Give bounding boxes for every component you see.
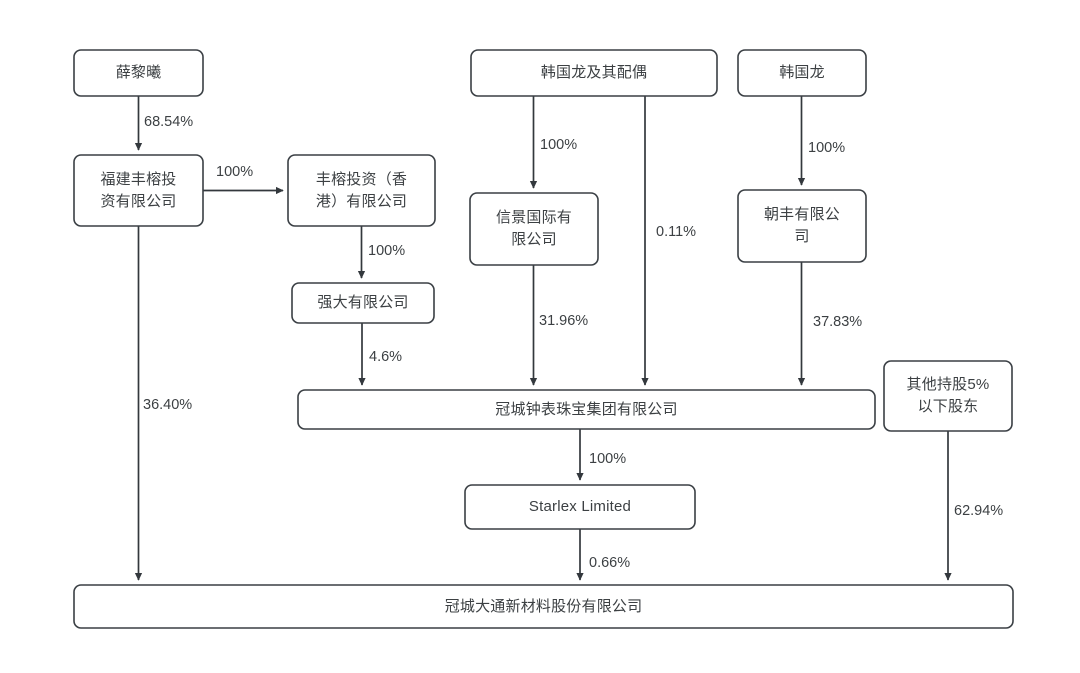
node-box-gcdt[interactable] [73,584,1014,629]
node-box-hanguolong[interactable] [737,49,867,97]
nodes-layer [73,49,1014,629]
edge-label-4-6: 4.6% [369,349,403,365]
edge-label-100-fujian-to-hk: 100% [216,164,254,180]
edge-label-62-94: 62.94% [954,503,1004,519]
node-box-qiangda[interactable] [291,282,435,324]
edge-label-31-96: 31.96% [539,313,589,329]
node-box-xinjing[interactable] [469,192,599,266]
edge-label-100-gczb-to-starlex: 100% [589,451,627,467]
node-box-frtz-hk[interactable] [287,154,436,227]
node-box-gczb-group[interactable] [297,389,876,430]
node-box-starlex[interactable] [464,484,696,530]
edge-label-36-40: 36.40% [143,397,193,413]
edge-label-68-54: 68.54% [144,114,194,130]
node-box-fujian-frtz[interactable] [73,154,204,227]
node-box-hgl-spouse[interactable] [470,49,718,97]
node-box-other-holders[interactable] [883,360,1013,432]
edges-layer [134,96,952,581]
edge-label-100-hk-to-qiangda: 100% [368,243,406,259]
node-box-chaofeng[interactable] [737,189,867,263]
edge-label-37-83: 37.83% [813,314,863,330]
edge-label-100-hgl-to-xinjing: 100% [540,137,578,153]
edge-label-0-11: 0.11% [656,224,697,240]
edge-label-0-66: 0.66% [589,555,631,571]
node-box-xuelixi[interactable] [73,49,204,97]
edge-label-100-hgl-to-chaofeng: 100% [808,140,846,156]
